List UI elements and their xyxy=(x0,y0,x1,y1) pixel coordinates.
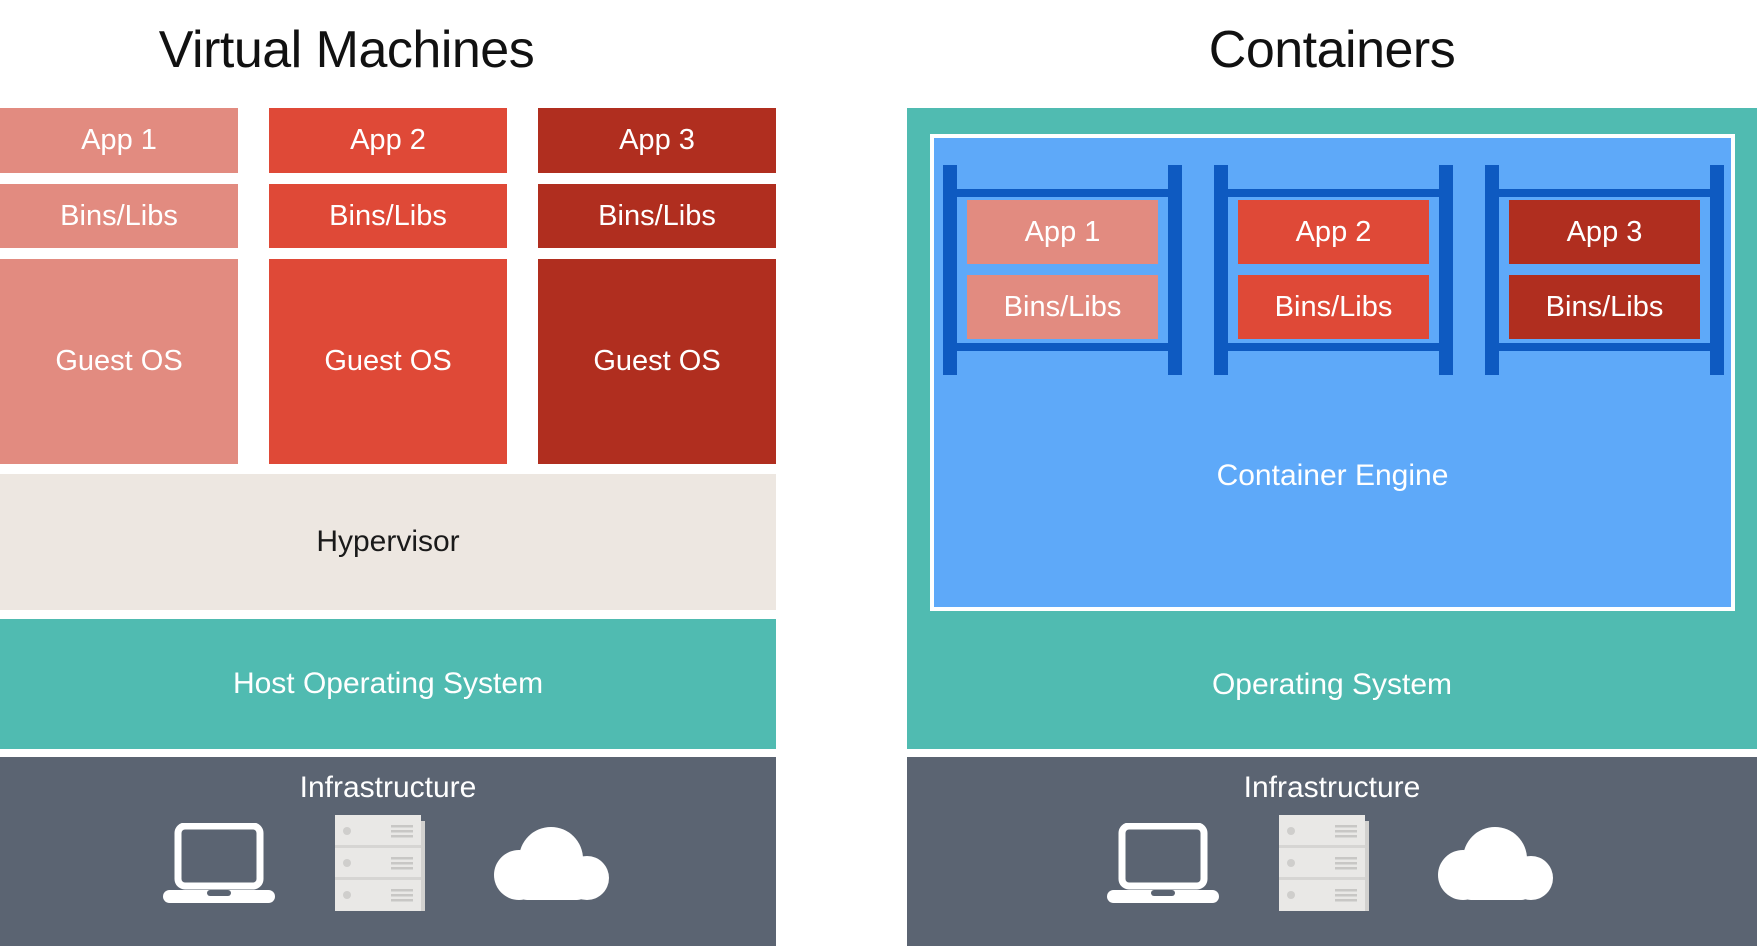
container-stack: App 3 Bins/Libs xyxy=(1485,165,1724,375)
host-os-band: Host Operating System xyxy=(0,619,776,749)
container-bins-box: Bins/Libs xyxy=(967,275,1158,339)
container-frame-post xyxy=(1710,165,1724,375)
vm-app-box: App 2 xyxy=(269,108,507,173)
infrastructure-icons xyxy=(0,815,776,911)
container-bins-box: Bins/Libs xyxy=(1509,275,1700,339)
cloud-icon xyxy=(1429,825,1557,901)
infrastructure-band-left: Infrastructure xyxy=(0,757,776,946)
vm-guestos-box: Guest OS xyxy=(538,259,776,464)
container-frame-post xyxy=(1168,165,1182,375)
containers-title: Containers xyxy=(1208,21,1456,79)
infrastructure-label: Infrastructure xyxy=(299,771,477,804)
laptop-icon xyxy=(1107,823,1219,903)
container-frame-post xyxy=(1439,165,1453,375)
container-frame-post xyxy=(943,165,957,375)
container-app-box: App 3 xyxy=(1509,200,1700,264)
vm-app-box: App 1 xyxy=(0,108,238,173)
container-bins-box: Bins/Libs xyxy=(1238,275,1429,339)
server-rack-icon xyxy=(335,815,425,911)
container-frame-rail xyxy=(956,189,1169,197)
vm-app-box: App 3 xyxy=(538,108,776,173)
container-frame-post xyxy=(1214,165,1228,375)
container-engine-label: Container Engine xyxy=(1216,459,1449,492)
container-frame-rail xyxy=(1227,189,1440,197)
laptop-icon xyxy=(163,823,275,903)
container-app-box: App 2 xyxy=(1238,200,1429,264)
container-frame-rail xyxy=(1227,343,1440,351)
infrastructure-label: Infrastructure xyxy=(1243,771,1421,804)
server-rack-icon xyxy=(1279,815,1369,911)
vm-guestos-box: Guest OS xyxy=(269,259,507,464)
vm-bins-box: Bins/Libs xyxy=(0,184,238,248)
hypervisor-band: Hypervisor xyxy=(0,474,776,610)
container-stack: App 2 Bins/Libs xyxy=(1214,165,1453,375)
infrastructure-icons xyxy=(907,815,1757,911)
container-frame-rail xyxy=(1498,189,1711,197)
vm-guestos-box: Guest OS xyxy=(0,259,238,464)
container-frame-post xyxy=(1485,165,1499,375)
vm-bins-box: Bins/Libs xyxy=(538,184,776,248)
vm-title: Virtual Machines xyxy=(158,21,535,79)
cloud-icon xyxy=(485,825,613,901)
container-frame-rail xyxy=(956,343,1169,351)
vm-bins-box: Bins/Libs xyxy=(269,184,507,248)
container-frame-rail xyxy=(1498,343,1711,351)
container-app-box: App 1 xyxy=(967,200,1158,264)
infrastructure-band-right: Infrastructure xyxy=(907,757,1757,946)
container-stack: App 1 Bins/Libs xyxy=(943,165,1182,375)
operating-system-label: Operating System xyxy=(1211,668,1453,701)
